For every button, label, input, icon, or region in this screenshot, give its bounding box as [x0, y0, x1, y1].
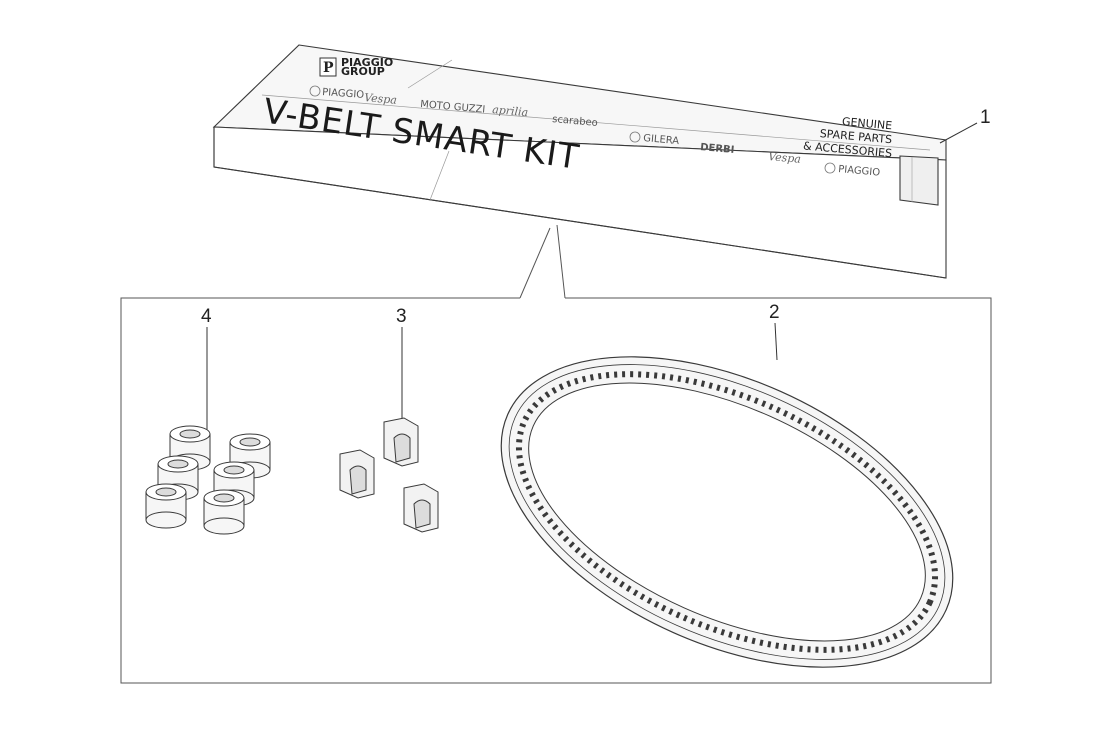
callout-2: 2 — [769, 302, 780, 361]
svg-text:P: P — [323, 60, 334, 76]
piaggio-group-logo: P PIAGGIO GROUP — [319, 56, 393, 78]
callout-1: 1 — [939, 107, 991, 144]
brand-scarabeo: scarabeo — [552, 114, 598, 129]
callout-4: 4 — [201, 306, 212, 430]
brand-piaggio-2: PIAGGIO — [838, 164, 881, 179]
svg-text:3: 3 — [396, 306, 407, 327]
brand-piaggio: PIAGGIO — [322, 87, 365, 101]
roller — [145, 483, 187, 529]
piaggio-badge-icon — [309, 85, 321, 97]
gilera-badge-icon — [629, 131, 641, 143]
slider-part — [339, 449, 375, 499]
brand-vespa: Vespa — [364, 91, 398, 107]
genuine-line-1: GENUINE — [842, 115, 893, 132]
piaggio-badge-2-icon — [824, 162, 836, 174]
brand-derbi: DERBI — [700, 142, 735, 156]
genuine-label: GENUINE SPARE PARTS & ACCESSORIES — [803, 115, 893, 160]
svg-text:2: 2 — [769, 302, 780, 323]
brand-logo-row: PIAGGIO Vespa MOTO GUZZI aprilia scarabe… — [309, 85, 881, 179]
roller — [203, 489, 245, 535]
brand-vespa-2: Vespa — [768, 150, 802, 166]
roller-group — [145, 425, 271, 535]
svg-text:4: 4 — [201, 306, 212, 327]
genuine-line-2: SPARE PARTS — [819, 127, 892, 146]
svg-text:1: 1 — [980, 107, 991, 128]
slider-part — [403, 483, 439, 533]
slider-part — [383, 417, 419, 467]
brand-aprilia: aprilia — [492, 103, 529, 119]
group-logo-line-2: GROUP — [341, 65, 385, 78]
parts-frame — [120, 224, 992, 684]
kit-box — [212, 44, 947, 279]
slider-group — [339, 417, 439, 533]
v-belt — [500, 356, 954, 668]
group-logo-line-1: PIAGGIO — [341, 56, 393, 69]
callout-3: 3 — [396, 306, 407, 420]
brand-gilera: GILERA — [643, 133, 680, 147]
